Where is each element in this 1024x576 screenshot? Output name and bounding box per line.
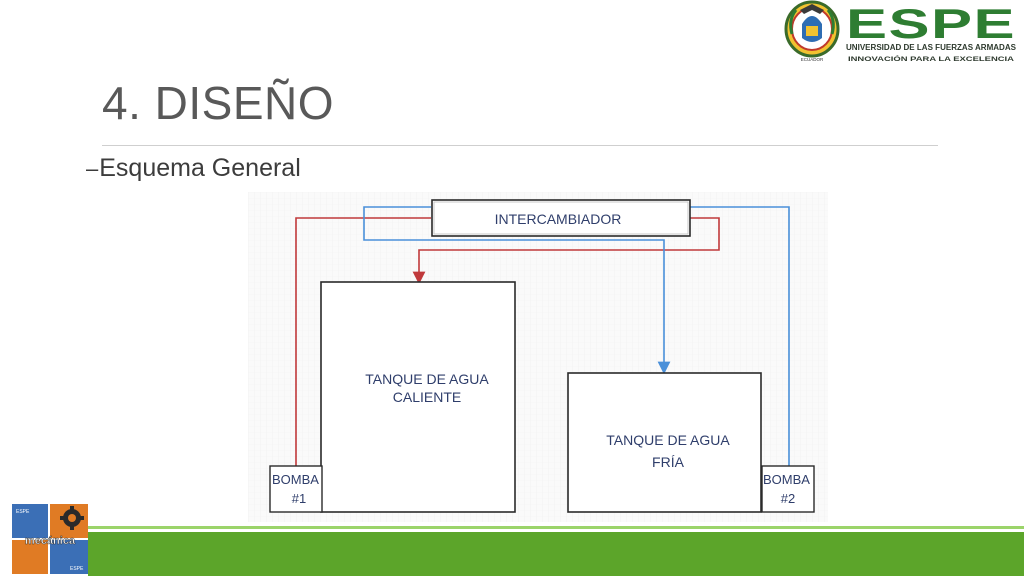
corner-logo-text: mecánica (25, 535, 76, 547)
footer-accent-line (88, 526, 1024, 529)
system-diagram: INTERCAMBIADOR TANQUE DE AGUA CALIENTE T… (248, 192, 828, 522)
exchanger-label: INTERCAMBIADOR (495, 211, 622, 227)
university-crest-icon: ECUADOR (784, 0, 840, 62)
cold-water-lines (363, 206, 790, 466)
crest-text: ECUADOR (801, 57, 824, 62)
pump-1-label-line1: BOMBA (272, 472, 319, 487)
pump-1: BOMBA #1 (269, 465, 323, 513)
logo-line1: UNIVERSIDAD DE LAS FUERZAS ARMADAS (846, 42, 1016, 52)
footer-bar (88, 532, 1024, 576)
pump-2: BOMBA #2 (761, 465, 815, 513)
espe-logo: ECUADOR ESPE UNIVERSIDAD DE LAS FUERZAS … (784, 0, 1016, 63)
logo-wordmark: ESPE (846, 0, 1016, 47)
subtitle-text: Esquema General (99, 154, 301, 182)
cold-water-tank: TANQUE DE AGUA FRÍA (567, 372, 762, 513)
exchanger-box: INTERCAMBIADOR (431, 199, 691, 237)
slide-subtitle: –Esquema General (86, 154, 301, 183)
title-divider (102, 145, 938, 146)
hot-tank-label-line1: TANQUE DE AGUA (365, 371, 489, 387)
corner-small-top: ESPE (16, 509, 30, 515)
gear-icon (60, 506, 84, 530)
pump-2-label-line2: #2 (781, 491, 795, 506)
pump-1-label-line2: #1 (292, 491, 306, 506)
hot-water-tank: TANQUE DE AGUA CALIENTE (320, 281, 516, 513)
mecanica-logo: ESPE mecánica ESPE (12, 504, 88, 574)
subtitle-bullet: – (86, 156, 99, 181)
cold-tank-label-line1: TANQUE DE AGUA (606, 432, 730, 448)
hot-tank-label-line2: CALIENTE (393, 389, 461, 405)
logo-line2: INNOVACIÓN PARA LA EXCELENCIA (848, 54, 1014, 63)
hot-water-lines (295, 217, 720, 466)
slide-title: 4. DISEÑO (102, 77, 335, 129)
corner-small-bottom: ESPE (70, 566, 84, 572)
pump-2-label-line1: BOMBA (763, 472, 810, 487)
cold-tank-label-line2: FRÍA (652, 454, 685, 470)
